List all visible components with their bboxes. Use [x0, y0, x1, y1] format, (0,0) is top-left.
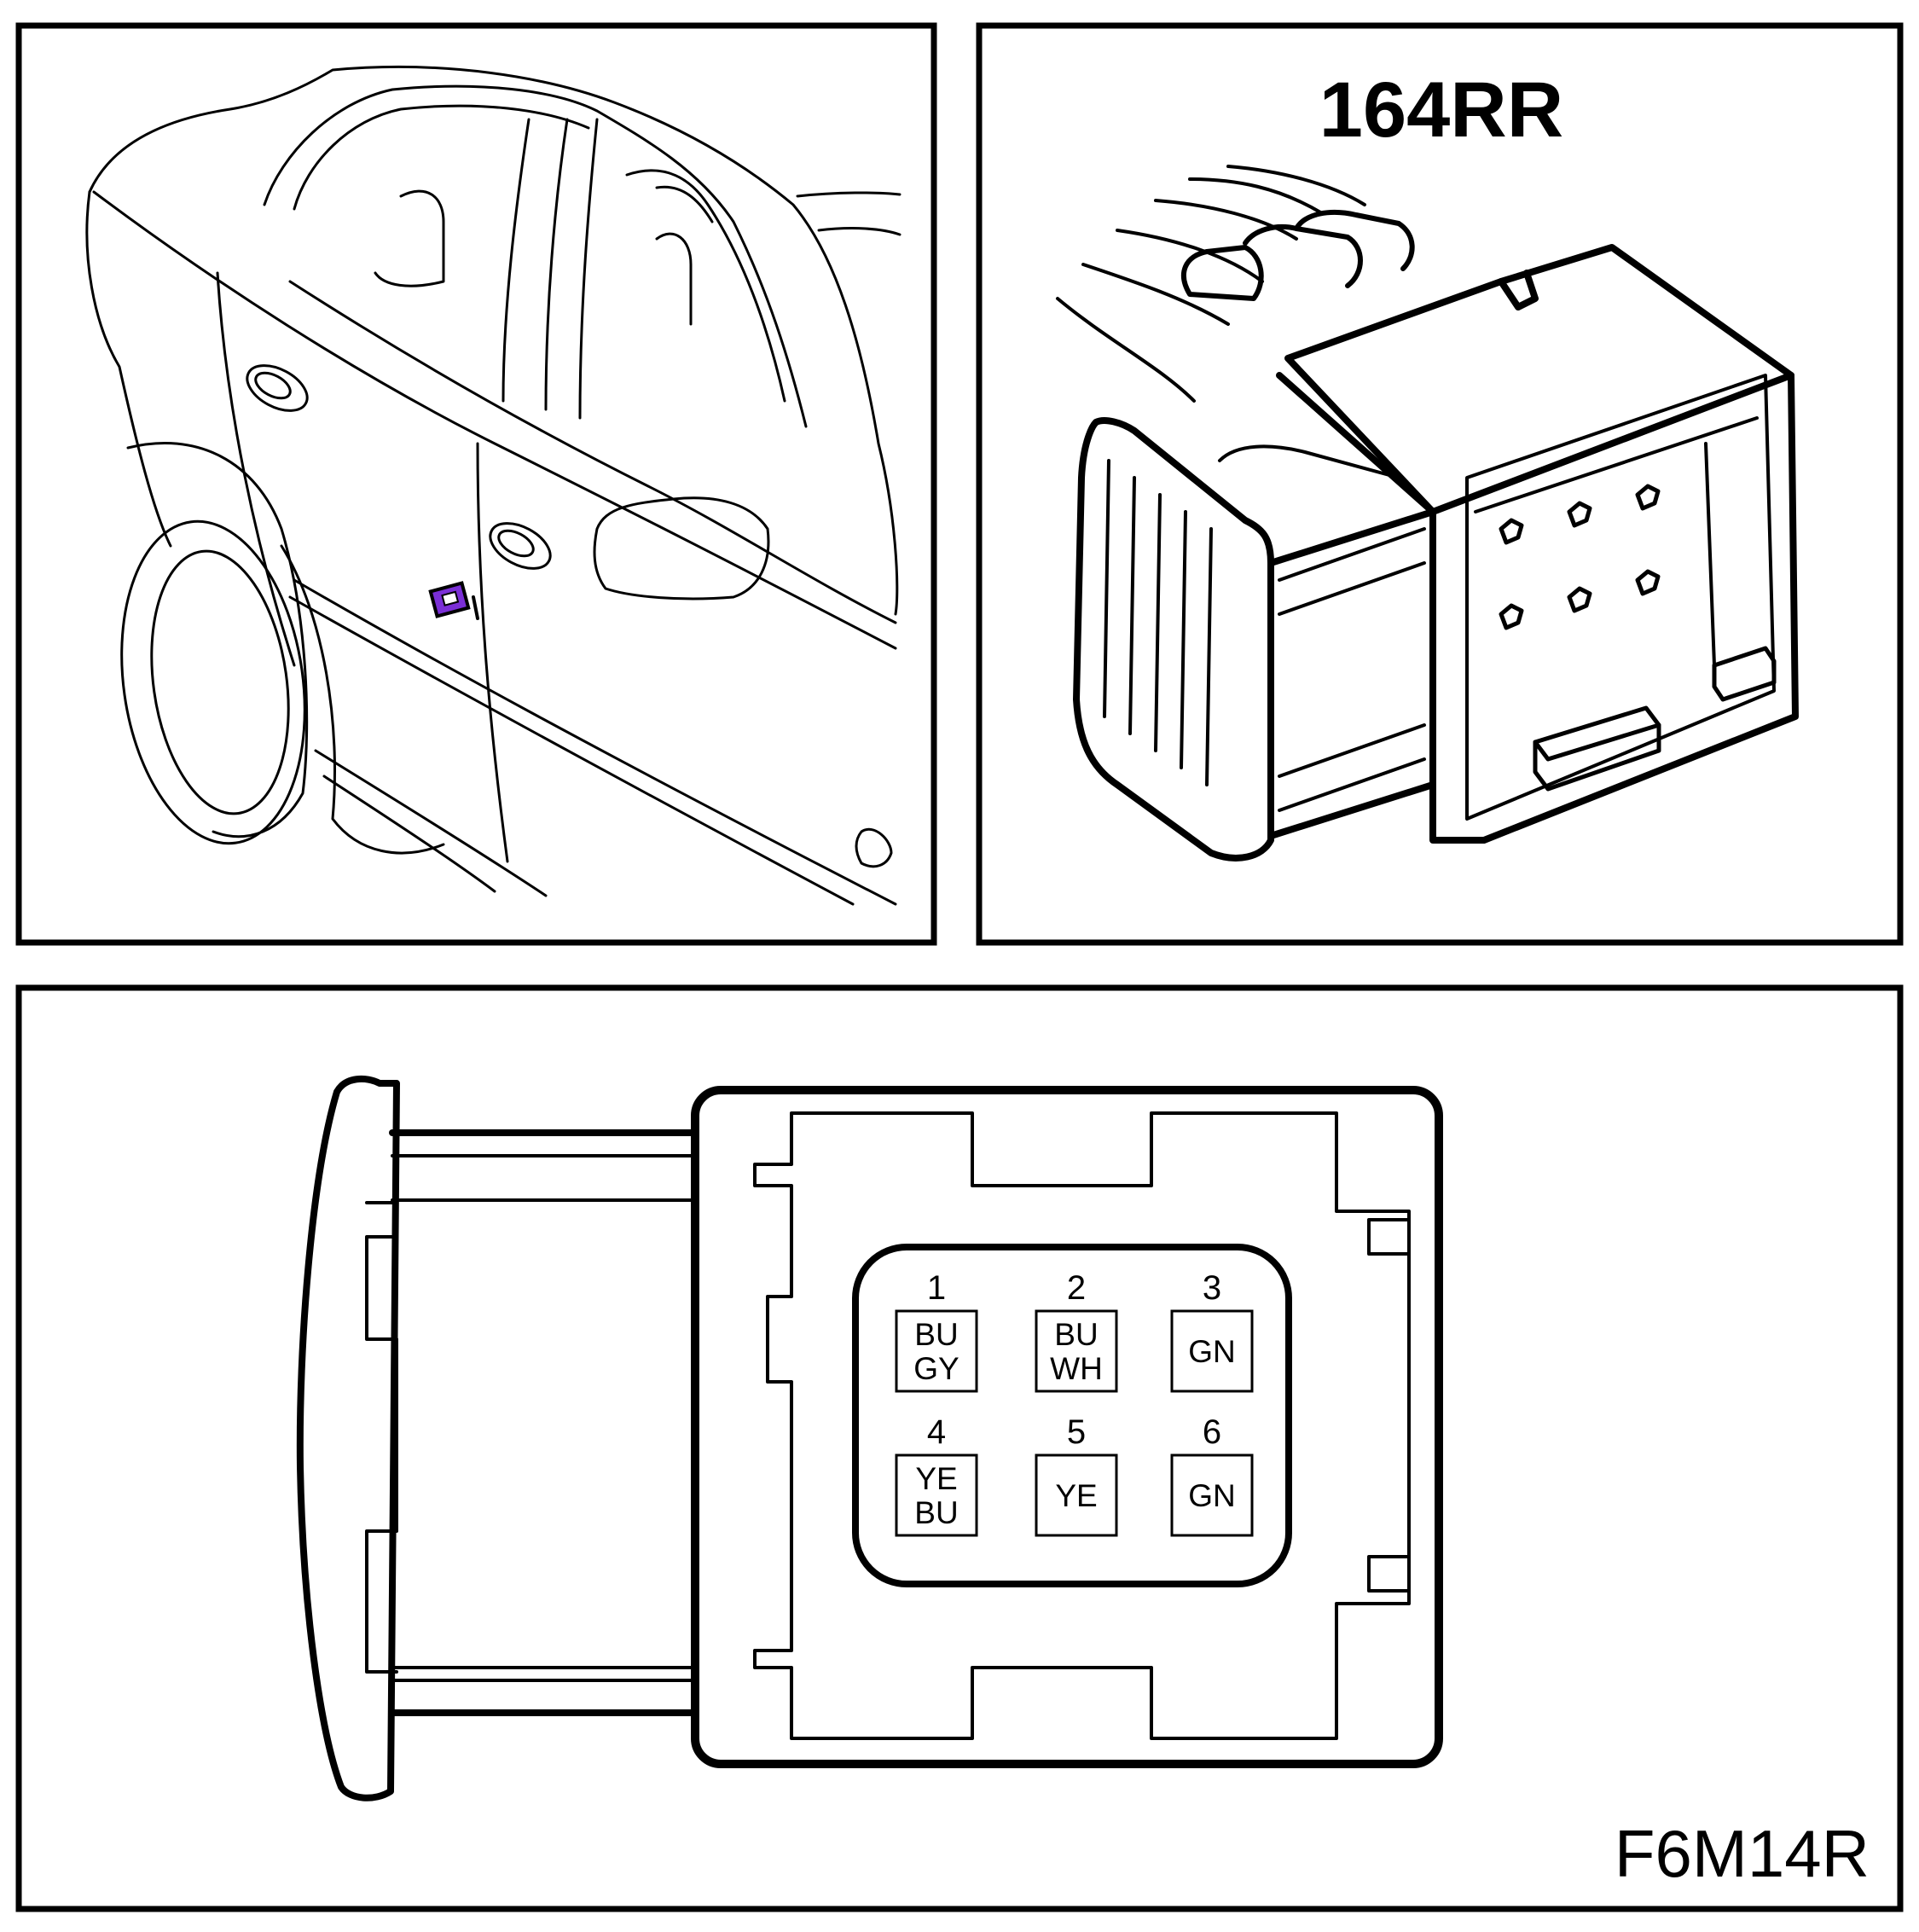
pin-wire-color-stripe: GY [913, 1351, 959, 1386]
pin-grid: 1 BU GY 2 BU WH 3 GN 4 YE BU 5 YE 6 [895, 1269, 1254, 1537]
pin-wire-color-stripe: BU [914, 1495, 958, 1530]
pin-cavity [1035, 1309, 1118, 1393]
pin-wire-color-primary: GN [1188, 1334, 1236, 1369]
pin-3: 3 GN [1170, 1269, 1254, 1393]
connector-3d-illustration [1056, 165, 1799, 862]
car-location-panel [15, 22, 937, 946]
car-illustration [85, 65, 902, 906]
pin-wire-color-primary: GN [1188, 1478, 1236, 1513]
pin-wire-color-primary: YE [915, 1461, 957, 1496]
pin-5: 5 YE [1035, 1413, 1118, 1537]
pin-number: 2 [1067, 1269, 1086, 1307]
pin-cavity [1035, 1453, 1118, 1537]
pin-cavity [1170, 1453, 1254, 1537]
pin-number: 5 [1067, 1413, 1086, 1451]
pin-2: 2 BU WH [1035, 1269, 1118, 1393]
pin-cavity [1170, 1309, 1254, 1393]
pin-cavity [895, 1453, 978, 1537]
pin-wire-color-primary: BU [914, 1317, 958, 1352]
connector-location-marker [428, 581, 479, 620]
figure-id: F6M14R [1615, 1816, 1870, 1891]
pin-number: 4 [927, 1413, 946, 1451]
pin-number: 6 [1203, 1413, 1221, 1451]
pin-6: 6 GN [1170, 1413, 1254, 1537]
pin-wire-color-primary: YE [1055, 1478, 1097, 1513]
pin-cavity [895, 1309, 978, 1393]
connector-title: 164RR [1319, 67, 1563, 154]
pin-wire-color-primary: BU [1054, 1317, 1098, 1352]
pin-number: 3 [1203, 1269, 1221, 1307]
pin-wire-color-stripe: WH [1050, 1351, 1103, 1386]
pin-number: 1 [927, 1269, 946, 1307]
pin-4: 4 YE BU [895, 1413, 978, 1537]
pin-1: 1 BU GY [895, 1269, 978, 1393]
